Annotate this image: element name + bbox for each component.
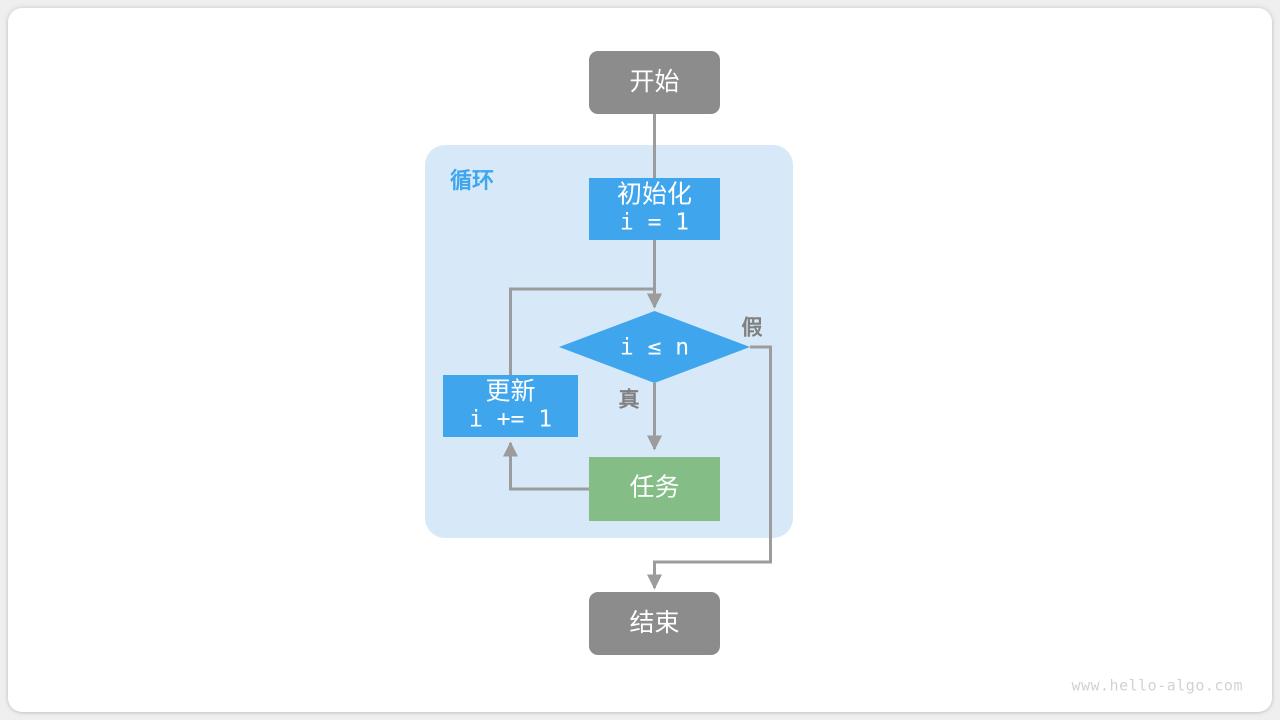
node-init-sublabel: i = 1 (620, 210, 689, 236)
node-task-shape[interactable] (589, 457, 720, 521)
edge-task-to-update (503, 441, 589, 491)
node-end[interactable]: 结束 (589, 592, 720, 655)
node-end-label: 结束 (629, 609, 679, 637)
node-start-shape[interactable] (589, 51, 720, 114)
node-update-sublabel: i += 1 (469, 407, 552, 433)
node-update-shape[interactable] (443, 375, 578, 437)
node-start[interactable]: 开始 (589, 51, 720, 114)
node-condition[interactable]: i ≤ n (559, 311, 750, 383)
node-condition-shape[interactable] (559, 311, 750, 383)
node-task-label: 任务 (629, 474, 679, 502)
edge-cond-to-end (647, 345, 772, 590)
loop-group-label: 循环 (450, 168, 494, 193)
node-update[interactable]: 更新 i += 1 (443, 375, 578, 437)
node-init-label: 初始化 (617, 181, 692, 209)
edge-update-to-cond (509, 287, 662, 375)
node-end-shape[interactable] (589, 592, 720, 655)
node-update-label: 更新 (485, 378, 535, 406)
node-init-shape[interactable] (589, 178, 720, 240)
edge-label-true: 真 (619, 388, 640, 412)
node-init[interactable]: 初始化 i = 1 (589, 178, 720, 240)
watermark-text: www.hello-algo.com (1071, 677, 1243, 695)
node-start-label: 开始 (629, 68, 679, 96)
edge-label-false: 假 (742, 317, 763, 340)
node-task[interactable]: 任务 (589, 457, 720, 521)
node-condition-label: i ≤ n (620, 335, 689, 361)
edges-layer: 真 假 (503, 114, 772, 590)
